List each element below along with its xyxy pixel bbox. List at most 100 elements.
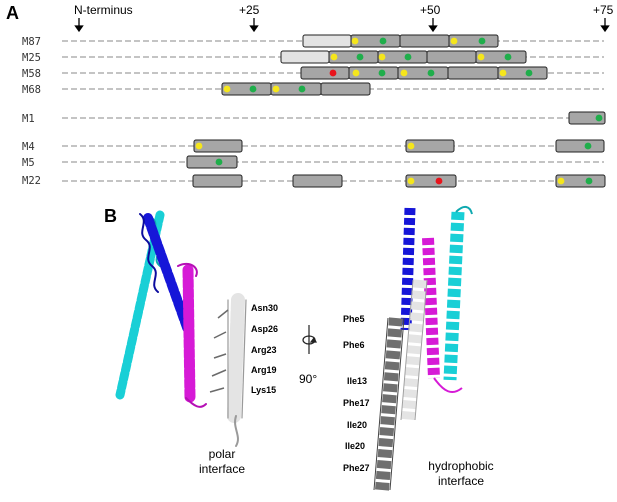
panel-a: A N-terminus +25 +50 +75 M87 M25 M58 M68… — [6, 3, 614, 188]
green-marker — [584, 142, 592, 150]
row-label-m25: M25 — [22, 52, 41, 64]
row-label-m22: M22 — [22, 175, 41, 187]
magenta-helix — [177, 262, 207, 408]
red-marker — [435, 177, 443, 185]
segment-m68-3 — [320, 82, 371, 96]
yellow-marker — [352, 69, 360, 77]
green-marker — [595, 114, 603, 122]
row-label-m4: M4 — [22, 141, 35, 153]
segment-m58-4 — [447, 66, 499, 80]
right-magenta-helix — [422, 237, 440, 379]
residue-label-phe27: Phe27 — [343, 463, 370, 473]
segment-m25-5 — [475, 50, 527, 64]
row-label-m58: M58 — [22, 68, 41, 80]
right-dark-helix — [375, 317, 403, 491]
white-helix-outline — [227, 299, 247, 419]
yellow-marker — [378, 53, 386, 61]
yellow-marker — [400, 69, 408, 77]
position-label-n-terminus: N-terminus — [74, 3, 133, 17]
position-label-plus25: +25 — [239, 3, 260, 17]
rotation-indicator: 90° — [299, 325, 317, 386]
segment-m87-4 — [448, 34, 499, 48]
segment-m4-2 — [405, 139, 455, 153]
green-marker — [298, 85, 306, 93]
arrow-down-icon — [600, 18, 610, 33]
right-dark-helix-outline — [373, 317, 405, 491]
yellow-marker — [407, 142, 415, 150]
residue-label-arg19: Arg19 — [251, 365, 277, 375]
residue-label-phe6: Phe6 — [343, 340, 365, 350]
polar-interface-line2: interface — [199, 462, 245, 476]
right-structure: Phe5 Phe6 Ile13 Phe17 Ile20 Ile20 Phe27 … — [343, 206, 494, 491]
hydrophobic-interface-line2: interface — [438, 474, 484, 488]
residue-label-ile20-a: Ile20 — [347, 420, 367, 430]
green-marker — [525, 69, 533, 77]
green-marker — [379, 37, 387, 45]
right-white-helix-outline — [400, 279, 428, 421]
segment-m58-5 — [497, 66, 548, 80]
residue-label-phe5: Phe5 — [343, 314, 365, 324]
white-helix-body — [227, 293, 245, 423]
position-arrows — [74, 18, 610, 33]
right-cyan-helix — [443, 211, 465, 381]
right-cyan-loop — [455, 206, 473, 215]
segment-m87-3 — [399, 34, 450, 48]
segment-m87-1 — [302, 34, 352, 48]
residue-label-asp26: Asp26 — [251, 324, 278, 334]
panel-b: B — [104, 206, 494, 491]
segment-m22-2 — [292, 174, 343, 188]
green-marker — [478, 37, 486, 45]
yellow-marker — [407, 177, 415, 185]
green-marker — [404, 53, 412, 61]
segment-m25-1 — [280, 50, 330, 64]
red-marker — [329, 69, 337, 77]
right-magenta-loop — [433, 377, 463, 394]
segment-m25-4 — [426, 50, 477, 64]
residue-label-ile13: Ile13 — [347, 376, 367, 386]
rotate-icon — [302, 325, 317, 354]
polar-interface-line1: polar — [209, 447, 236, 461]
arrow-down-icon — [74, 18, 84, 33]
blue-helix-edge — [139, 213, 159, 293]
green-marker — [378, 69, 386, 77]
yellow-marker — [195, 142, 203, 150]
residue-label-arg23: Arg23 — [251, 345, 277, 355]
magenta-helix-loop — [177, 262, 207, 408]
rotation-label: 90° — [299, 372, 317, 386]
segment-m5-1 — [186, 155, 238, 169]
position-label-plus50: +50 — [420, 3, 441, 17]
yellow-marker — [330, 53, 338, 61]
right-blue-helix — [400, 207, 416, 331]
yellow-marker — [477, 53, 485, 61]
green-marker — [585, 177, 593, 185]
segment-m22-1 — [192, 174, 243, 188]
white-helix — [227, 293, 247, 447]
yellow-marker — [351, 37, 359, 45]
segment-m1-1 — [568, 111, 606, 125]
arrow-down-icon — [428, 18, 438, 33]
residue-label-lys15: Lys15 — [251, 385, 276, 395]
green-marker — [215, 158, 223, 166]
side-chains — [209, 309, 229, 393]
white-helix-tail — [234, 415, 239, 447]
segment-m22-4 — [555, 174, 606, 188]
row-label-m87: M87 — [22, 36, 41, 48]
arrow-down-icon — [249, 18, 259, 33]
position-label-plus75: +75 — [593, 3, 614, 17]
segment-m4-3 — [555, 139, 605, 153]
green-marker — [427, 69, 435, 77]
magenta-helix-body — [182, 264, 196, 404]
row-label-m1: M1 — [22, 113, 35, 125]
green-marker — [356, 53, 364, 61]
residue-label-asn30: Asn30 — [251, 303, 278, 313]
panel-a-letter: A — [6, 3, 19, 23]
blue-helix — [139, 213, 193, 335]
yellow-marker — [499, 69, 507, 77]
residue-label-ile20-b: Ile20 — [345, 441, 365, 451]
green-marker — [249, 85, 257, 93]
panel-b-letter: B — [104, 206, 117, 226]
residue-markers — [195, 37, 603, 185]
segment-m22-3 — [405, 174, 457, 188]
hydrophobic-interface-line1: hydrophobic — [428, 459, 493, 473]
